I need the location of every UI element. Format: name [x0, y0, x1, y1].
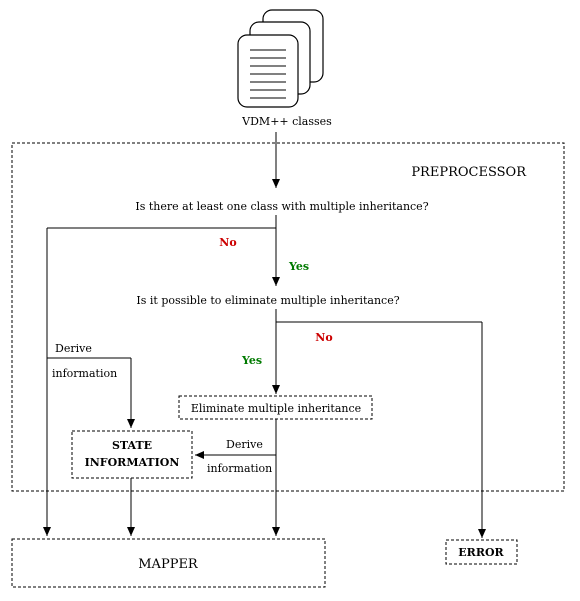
answer-no-2: No [315, 331, 332, 344]
state-label-line1: STATE [112, 439, 152, 452]
mapper-label: MAPPER [138, 557, 199, 572]
preprocessor-label: PREPROCESSOR [411, 165, 527, 180]
state-information-box [71, 430, 193, 479]
eliminate-label: Eliminate multiple inheritance [191, 402, 361, 415]
error-label: ERROR [458, 546, 504, 559]
derive-right-line2: information [207, 462, 272, 475]
answer-yes-2: Yes [241, 354, 262, 367]
state-label-line2: INFORMATION [85, 456, 180, 469]
question-2: Is it possible to eliminate multiple inh… [136, 294, 399, 307]
document-stack-icon [237, 9, 324, 108]
question-1: Is there at least one class with multipl… [135, 200, 428, 213]
answer-yes-1: Yes [288, 260, 309, 273]
answer-no-1: No [219, 236, 236, 249]
mapper-box [11, 538, 326, 588]
derive-right-line1: Derive [226, 438, 263, 451]
input-label: VDM++ classes [241, 115, 332, 128]
derive-left-line1: Derive [55, 342, 92, 355]
derive-left-line2: information [52, 367, 117, 380]
error-box [445, 539, 518, 565]
preprocessor-container [11, 142, 565, 492]
